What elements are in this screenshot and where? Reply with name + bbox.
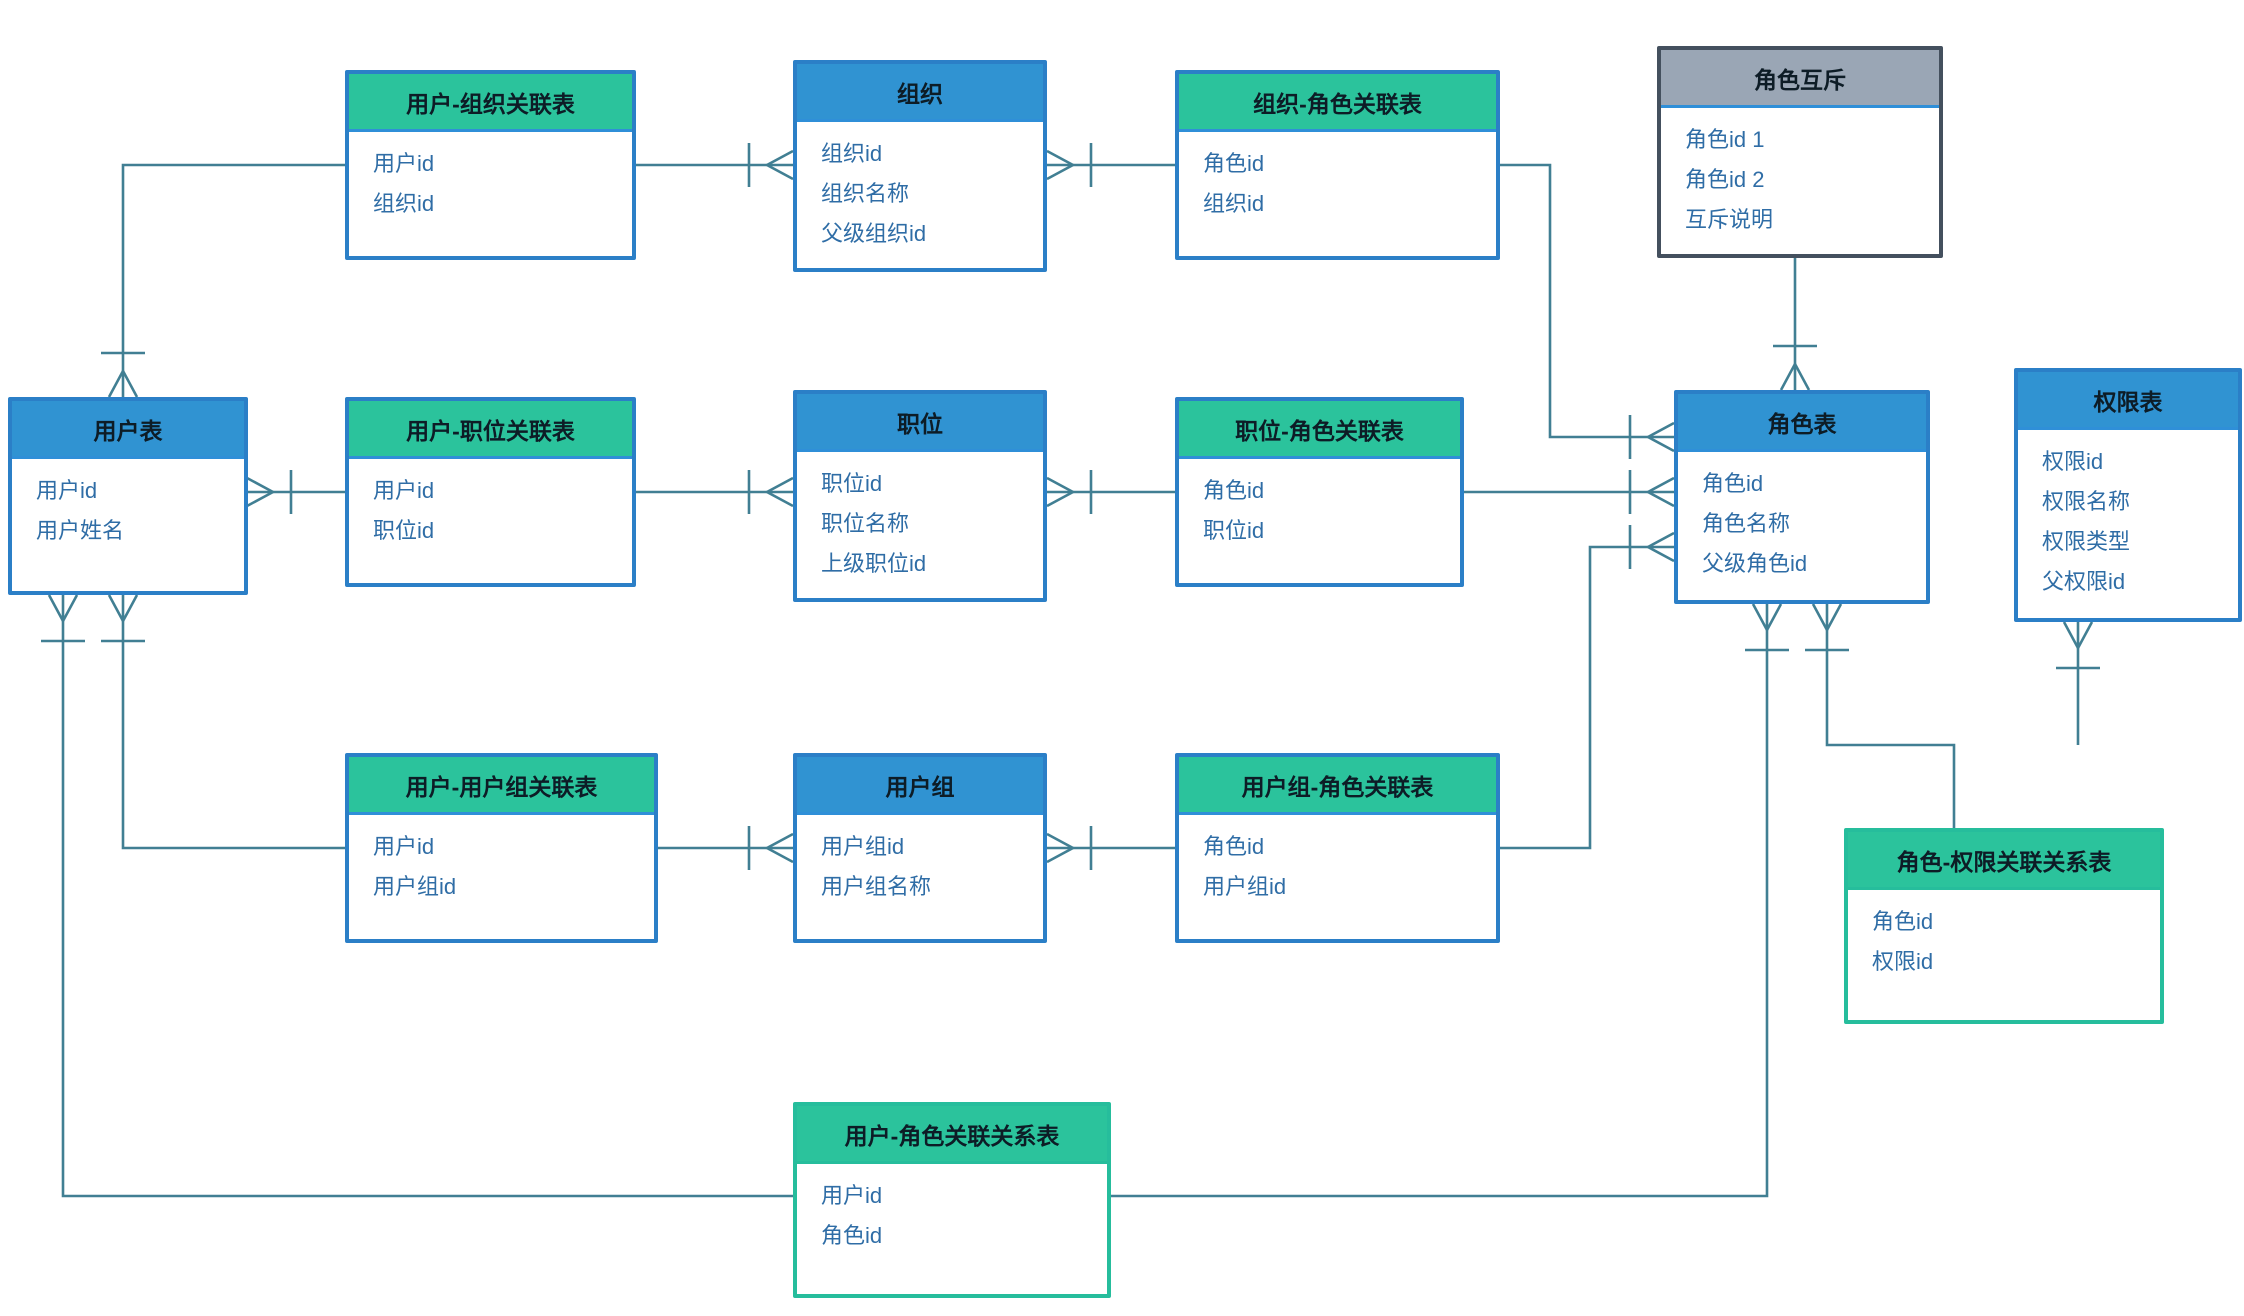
table-pos[interactable]: 职位 职位id 职位名称 上级职位id: [793, 390, 1047, 602]
connector-userorg-to-user: [121, 163, 345, 397]
field-user-id: 用户id: [373, 478, 435, 503]
connector-grouprole-to-role: [1500, 545, 1674, 850]
table-role[interactable]: 角色表 角色id 角色名称 父级角色id: [1674, 390, 1930, 604]
table-role-perm-link[interactable]: 角色-权限关联关系表 角色id 权限id: [1844, 828, 2164, 1024]
field-pos-id: 职位id: [1203, 518, 1265, 543]
table-pos-title: 职位: [797, 394, 1043, 452]
table-org-role-link-title: 组织-角色关联表: [1179, 74, 1496, 132]
crowfoot-user-top: [101, 351, 145, 398]
crowfoot-role-bottom-right: [1805, 603, 1849, 652]
table-user-org-link[interactable]: 用户-组织关联表 用户id 组织id: [345, 70, 636, 260]
crowfoot-role-left-mid: [1628, 470, 1675, 514]
crowfoot-role-top: [1773, 344, 1817, 391]
table-user-group-link-title: 用户-用户组关联表: [349, 757, 654, 815]
table-user-title: 用户表: [12, 401, 244, 459]
field-user-id: 用户id: [373, 151, 435, 176]
connector-user-to-userrole: [61, 595, 793, 1198]
connector-role-to-roleperm: [1825, 604, 1956, 828]
table-user-role-link[interactable]: 用户-角色关联关系表 用户id 角色id: [793, 1102, 1111, 1298]
table-role-mutex[interactable]: 角色互斥 角色id 1 角色id 2 互斥说明: [1657, 46, 1943, 258]
table-role-title: 角色表: [1678, 394, 1926, 452]
crowfoot-org-right: [1046, 143, 1093, 187]
crowfoot-role-left-bottom: [1628, 525, 1675, 569]
crowfoot-pos-right: [1046, 470, 1093, 514]
field-mutex-note: 互斥说明: [1685, 207, 1774, 232]
field-role-id-2: 角色id 2: [1685, 167, 1765, 192]
crowfoot-role-bottom-left: [1745, 603, 1789, 652]
field-role-parent-id: 父级角色id: [1702, 551, 1808, 576]
field-group-id: 用户组id: [373, 874, 457, 899]
field-pos-name: 职位名称: [821, 511, 910, 536]
table-org-role-link[interactable]: 组织-角色关联表 角色id 组织id: [1175, 70, 1500, 260]
field-user-id: 用户id: [821, 1183, 883, 1208]
field-org-name: 组织名称: [821, 181, 910, 206]
field-group-id: 用户组id: [1203, 874, 1287, 899]
table-pos-role-link[interactable]: 职位-角色关联表 角色id 职位id: [1175, 397, 1464, 587]
connector-orgrole-to-role: [1500, 163, 1674, 439]
crowfoot-group-left: [747, 826, 794, 870]
field-group-id: 用户组id: [821, 834, 905, 859]
field-user-name: 用户姓名: [36, 518, 125, 543]
field-role-id: 角色id: [1203, 151, 1265, 176]
field-org-parent-id: 父级组织id: [821, 221, 927, 246]
crowfoot-user-right: [246, 470, 293, 514]
table-perm[interactable]: 权限表 权限id 权限名称 权限类型 父权限id: [2014, 368, 2242, 622]
field-perm-name: 权限名称: [2042, 489, 2131, 514]
field-org-id: 组织id: [1203, 191, 1265, 216]
field-perm-type: 权限类型: [2042, 529, 2131, 554]
crowfoot-group-right: [1046, 826, 1093, 870]
field-role-name: 角色名称: [1702, 511, 1791, 536]
field-org-id: 组织id: [373, 191, 435, 216]
table-org[interactable]: 组织 组织id 组织名称 父级组织id: [793, 60, 1047, 272]
field-pos-id: 职位id: [821, 471, 883, 496]
table-user-pos-link-title: 用户-职位关联表: [349, 401, 632, 459]
crowfoot-user-bottom-right: [101, 594, 145, 643]
connector-role-to-userrole: [1111, 604, 1769, 1198]
crowfoot-pos-left: [747, 470, 794, 514]
field-role-id: 角色id: [1203, 478, 1265, 503]
table-user-pos-link[interactable]: 用户-职位关联表 用户id 职位id: [345, 397, 636, 587]
crowfoot-user-bottom-left: [41, 594, 85, 643]
table-group-role-link[interactable]: 用户组-角色关联表 角色id 用户组id: [1175, 753, 1500, 943]
table-user[interactable]: 用户表 用户id 用户姓名: [8, 397, 248, 595]
crowfoot-perm-bottom: [2056, 621, 2100, 670]
table-pos-role-link-title: 职位-角色关联表: [1179, 401, 1460, 459]
table-role-mutex-title: 角色互斥: [1661, 50, 1939, 108]
crowfoot-org-left: [747, 143, 794, 187]
table-role-perm-link-title: 角色-权限关联关系表: [1848, 832, 2160, 890]
field-pos-id: 职位id: [373, 518, 435, 543]
table-user-group-link[interactable]: 用户-用户组关联表 用户id 用户组id: [345, 753, 658, 943]
table-user-org-link-title: 用户-组织关联表: [349, 74, 632, 132]
field-role-id: 角色id: [1872, 909, 1934, 934]
field-perm-parent-id: 父权限id: [2042, 569, 2126, 594]
table-group-role-link-title: 用户组-角色关联表: [1179, 757, 1496, 815]
table-perm-title: 权限表: [2018, 372, 2238, 430]
connector-user-to-usergroup: [121, 595, 345, 850]
field-role-id: 角色id: [1702, 471, 1764, 496]
field-user-id: 用户id: [36, 478, 98, 503]
field-user-id: 用户id: [373, 834, 435, 859]
field-perm-id: 权限id: [1872, 949, 1934, 974]
field-role-id-1: 角色id 1: [1685, 127, 1765, 152]
field-perm-id: 权限id: [2042, 449, 2104, 474]
crowfoot-role-left-top: [1628, 415, 1675, 459]
table-group-title: 用户组: [797, 757, 1043, 815]
field-group-name: 用户组名称: [821, 874, 932, 899]
table-org-title: 组织: [797, 64, 1043, 122]
field-pos-parent-id: 上级职位id: [821, 551, 927, 576]
field-role-id: 角色id: [1203, 834, 1265, 859]
table-group[interactable]: 用户组 用户组id 用户组名称: [793, 753, 1047, 943]
field-role-id: 角色id: [821, 1223, 883, 1248]
table-user-role-link-title: 用户-角色关联关系表: [797, 1106, 1107, 1164]
field-org-id: 组织id: [821, 141, 883, 166]
